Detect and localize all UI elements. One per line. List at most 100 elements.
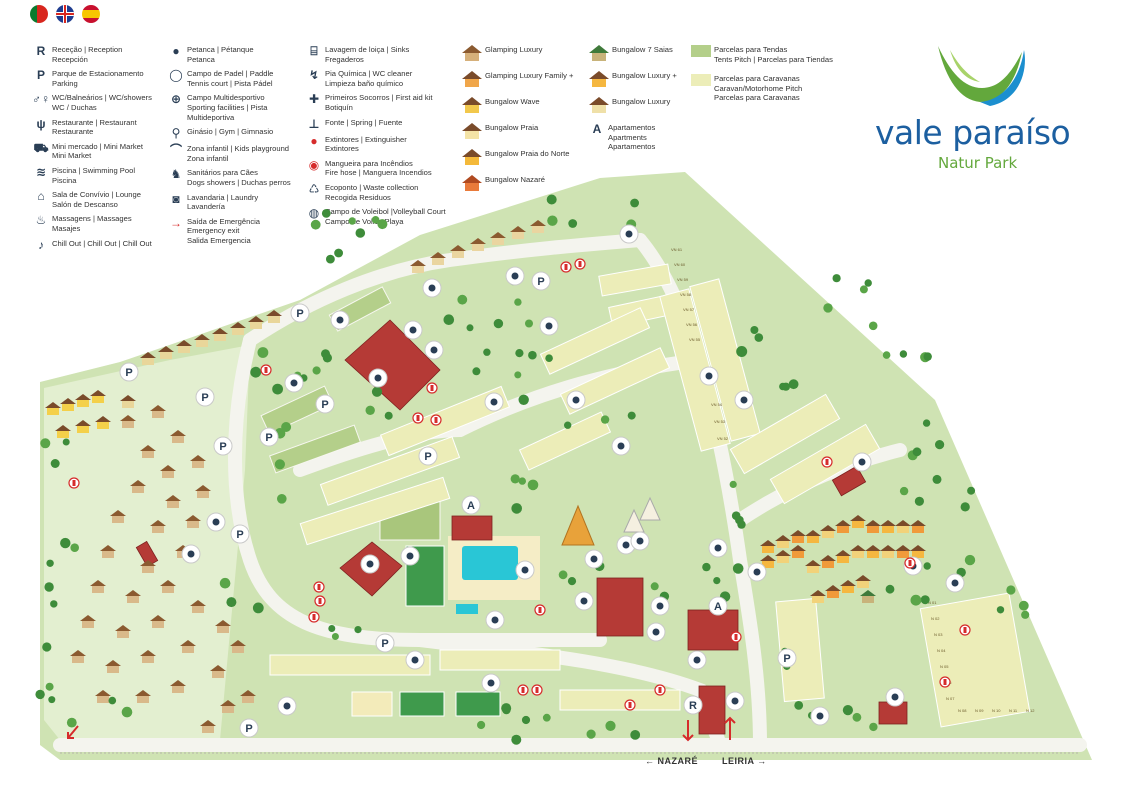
parking-marker[interactable]: P (290, 303, 310, 323)
extinguisher-marker[interactable] (560, 261, 572, 273)
parking-marker[interactable]: P (239, 718, 259, 738)
extinguisher-marker[interactable] (821, 456, 833, 468)
legend-text: Chill Out | Chill Out | Chill Out (52, 238, 152, 248)
facility-marker[interactable] (515, 560, 535, 580)
apartments-marker[interactable]: A (708, 596, 728, 616)
flag-spain[interactable] (82, 5, 100, 23)
facility-marker[interactable] (505, 266, 525, 286)
facility-marker[interactable] (484, 392, 504, 412)
chemical-icon: ↯ (308, 68, 320, 83)
extinguisher-marker[interactable] (313, 581, 325, 593)
facility-marker[interactable] (852, 452, 872, 472)
facility-marker[interactable] (422, 278, 442, 298)
parking-marker[interactable]: P (531, 271, 551, 291)
extinguisher-marker[interactable] (654, 684, 666, 696)
facility-marker[interactable] (277, 696, 297, 716)
tree (794, 701, 804, 710)
facility-marker[interactable] (403, 320, 423, 340)
flag-portugal[interactable] (30, 5, 48, 23)
facility-marker[interactable] (945, 573, 965, 593)
extinguisher-marker[interactable] (68, 477, 80, 489)
extinguisher-marker[interactable] (531, 684, 543, 696)
facility-marker[interactable] (574, 591, 594, 611)
bungalow (194, 334, 210, 347)
facility-marker[interactable] (485, 610, 505, 630)
swatch-yellow-icon (688, 74, 714, 87)
facility-marker[interactable] (619, 224, 639, 244)
facility-marker[interactable] (481, 673, 501, 693)
parking-marker[interactable]: P (777, 648, 797, 668)
parking-marker[interactable]: P (259, 427, 279, 447)
facility-marker[interactable] (650, 596, 670, 616)
parking-marker[interactable]: P (315, 394, 335, 414)
facility-marker[interactable] (405, 650, 425, 670)
facility-marker[interactable] (616, 535, 636, 555)
bungalow (140, 560, 156, 573)
facility-marker[interactable] (708, 538, 728, 558)
extinguisher-marker[interactable] (624, 699, 636, 711)
facility-marker[interactable] (360, 554, 380, 574)
legend-text: Piscina | Swimming Pool Piscina (52, 165, 136, 185)
facility-marker[interactable] (181, 544, 201, 564)
extinguisher-marker[interactable] (939, 676, 951, 688)
facility-marker[interactable] (630, 531, 650, 551)
facility-marker[interactable] (584, 549, 604, 569)
bungalow (210, 665, 226, 678)
facility-marker[interactable] (885, 687, 905, 707)
facility-marker[interactable] (330, 310, 350, 330)
tree (788, 379, 799, 390)
flag-uk[interactable] (56, 5, 74, 23)
legend-item-playground: ⌒Zona infantil | Kids playground Zona in… (165, 144, 305, 163)
facility-marker[interactable] (725, 691, 745, 711)
legend-text: Massagens | Massages Masajes (52, 214, 132, 233)
facility-marker[interactable] (646, 622, 666, 642)
facility-marker[interactable] (810, 706, 830, 726)
facility-marker[interactable] (284, 373, 304, 393)
parking-marker[interactable]: P (375, 633, 395, 653)
reception-marker[interactable]: R (683, 695, 703, 715)
R-icon: R (36, 44, 46, 58)
extinguisher-marker[interactable] (412, 412, 424, 424)
extinguisher-marker[interactable] (517, 684, 529, 696)
facility-marker[interactable] (747, 562, 767, 582)
extinguisher-marker[interactable] (959, 624, 971, 636)
tree (272, 383, 283, 395)
extinguisher-marker[interactable] (426, 382, 438, 394)
legend-item-house-yellow: Bungalow Wave (459, 97, 589, 113)
facility-marker[interactable] (699, 366, 719, 386)
parking-marker[interactable]: P (230, 524, 250, 544)
legend-item-gym: ⚲Ginásio | Gym | Gimnasio (165, 127, 305, 139)
apartments-marker[interactable]: A (461, 495, 481, 515)
extinguisher-marker[interactable] (574, 258, 586, 270)
sanitary-building-east (831, 465, 867, 497)
facility-marker[interactable] (400, 546, 420, 566)
parking-marker[interactable]: P (213, 436, 233, 456)
facility-marker[interactable] (566, 390, 586, 410)
facility-marker[interactable] (687, 650, 707, 670)
facility-marker[interactable] (734, 390, 754, 410)
legend-text: Campo de Padel | Paddle Tennis court | P… (187, 69, 274, 88)
bungalow (212, 328, 228, 341)
extinguisher-marker[interactable] (534, 604, 546, 616)
facility-marker[interactable] (424, 340, 444, 360)
facility-marker[interactable] (206, 512, 226, 532)
extinguisher-marker[interactable] (308, 611, 320, 623)
roads (53, 233, 1087, 752)
extinguisher-marker[interactable] (730, 631, 742, 643)
bungalow (90, 580, 106, 593)
extinguisher-marker[interactable] (260, 364, 272, 376)
tree (842, 705, 854, 716)
extinguisher-marker[interactable] (904, 557, 916, 569)
facility-marker[interactable] (368, 368, 388, 388)
parking-marker[interactable]: P (195, 387, 215, 407)
facility-marker[interactable] (539, 316, 559, 336)
house-gold-icon (459, 149, 485, 165)
bungalow (215, 620, 231, 633)
parking-marker[interactable]: P (119, 362, 139, 382)
tree (869, 722, 878, 732)
legend-pitches: Parcelas para Tendas Tents Pitch | Parce… (688, 45, 858, 113)
parking-marker[interactable]: P (418, 446, 438, 466)
extinguisher-marker[interactable] (430, 414, 442, 426)
extinguisher-marker[interactable] (314, 595, 326, 607)
facility-marker[interactable] (611, 436, 631, 456)
